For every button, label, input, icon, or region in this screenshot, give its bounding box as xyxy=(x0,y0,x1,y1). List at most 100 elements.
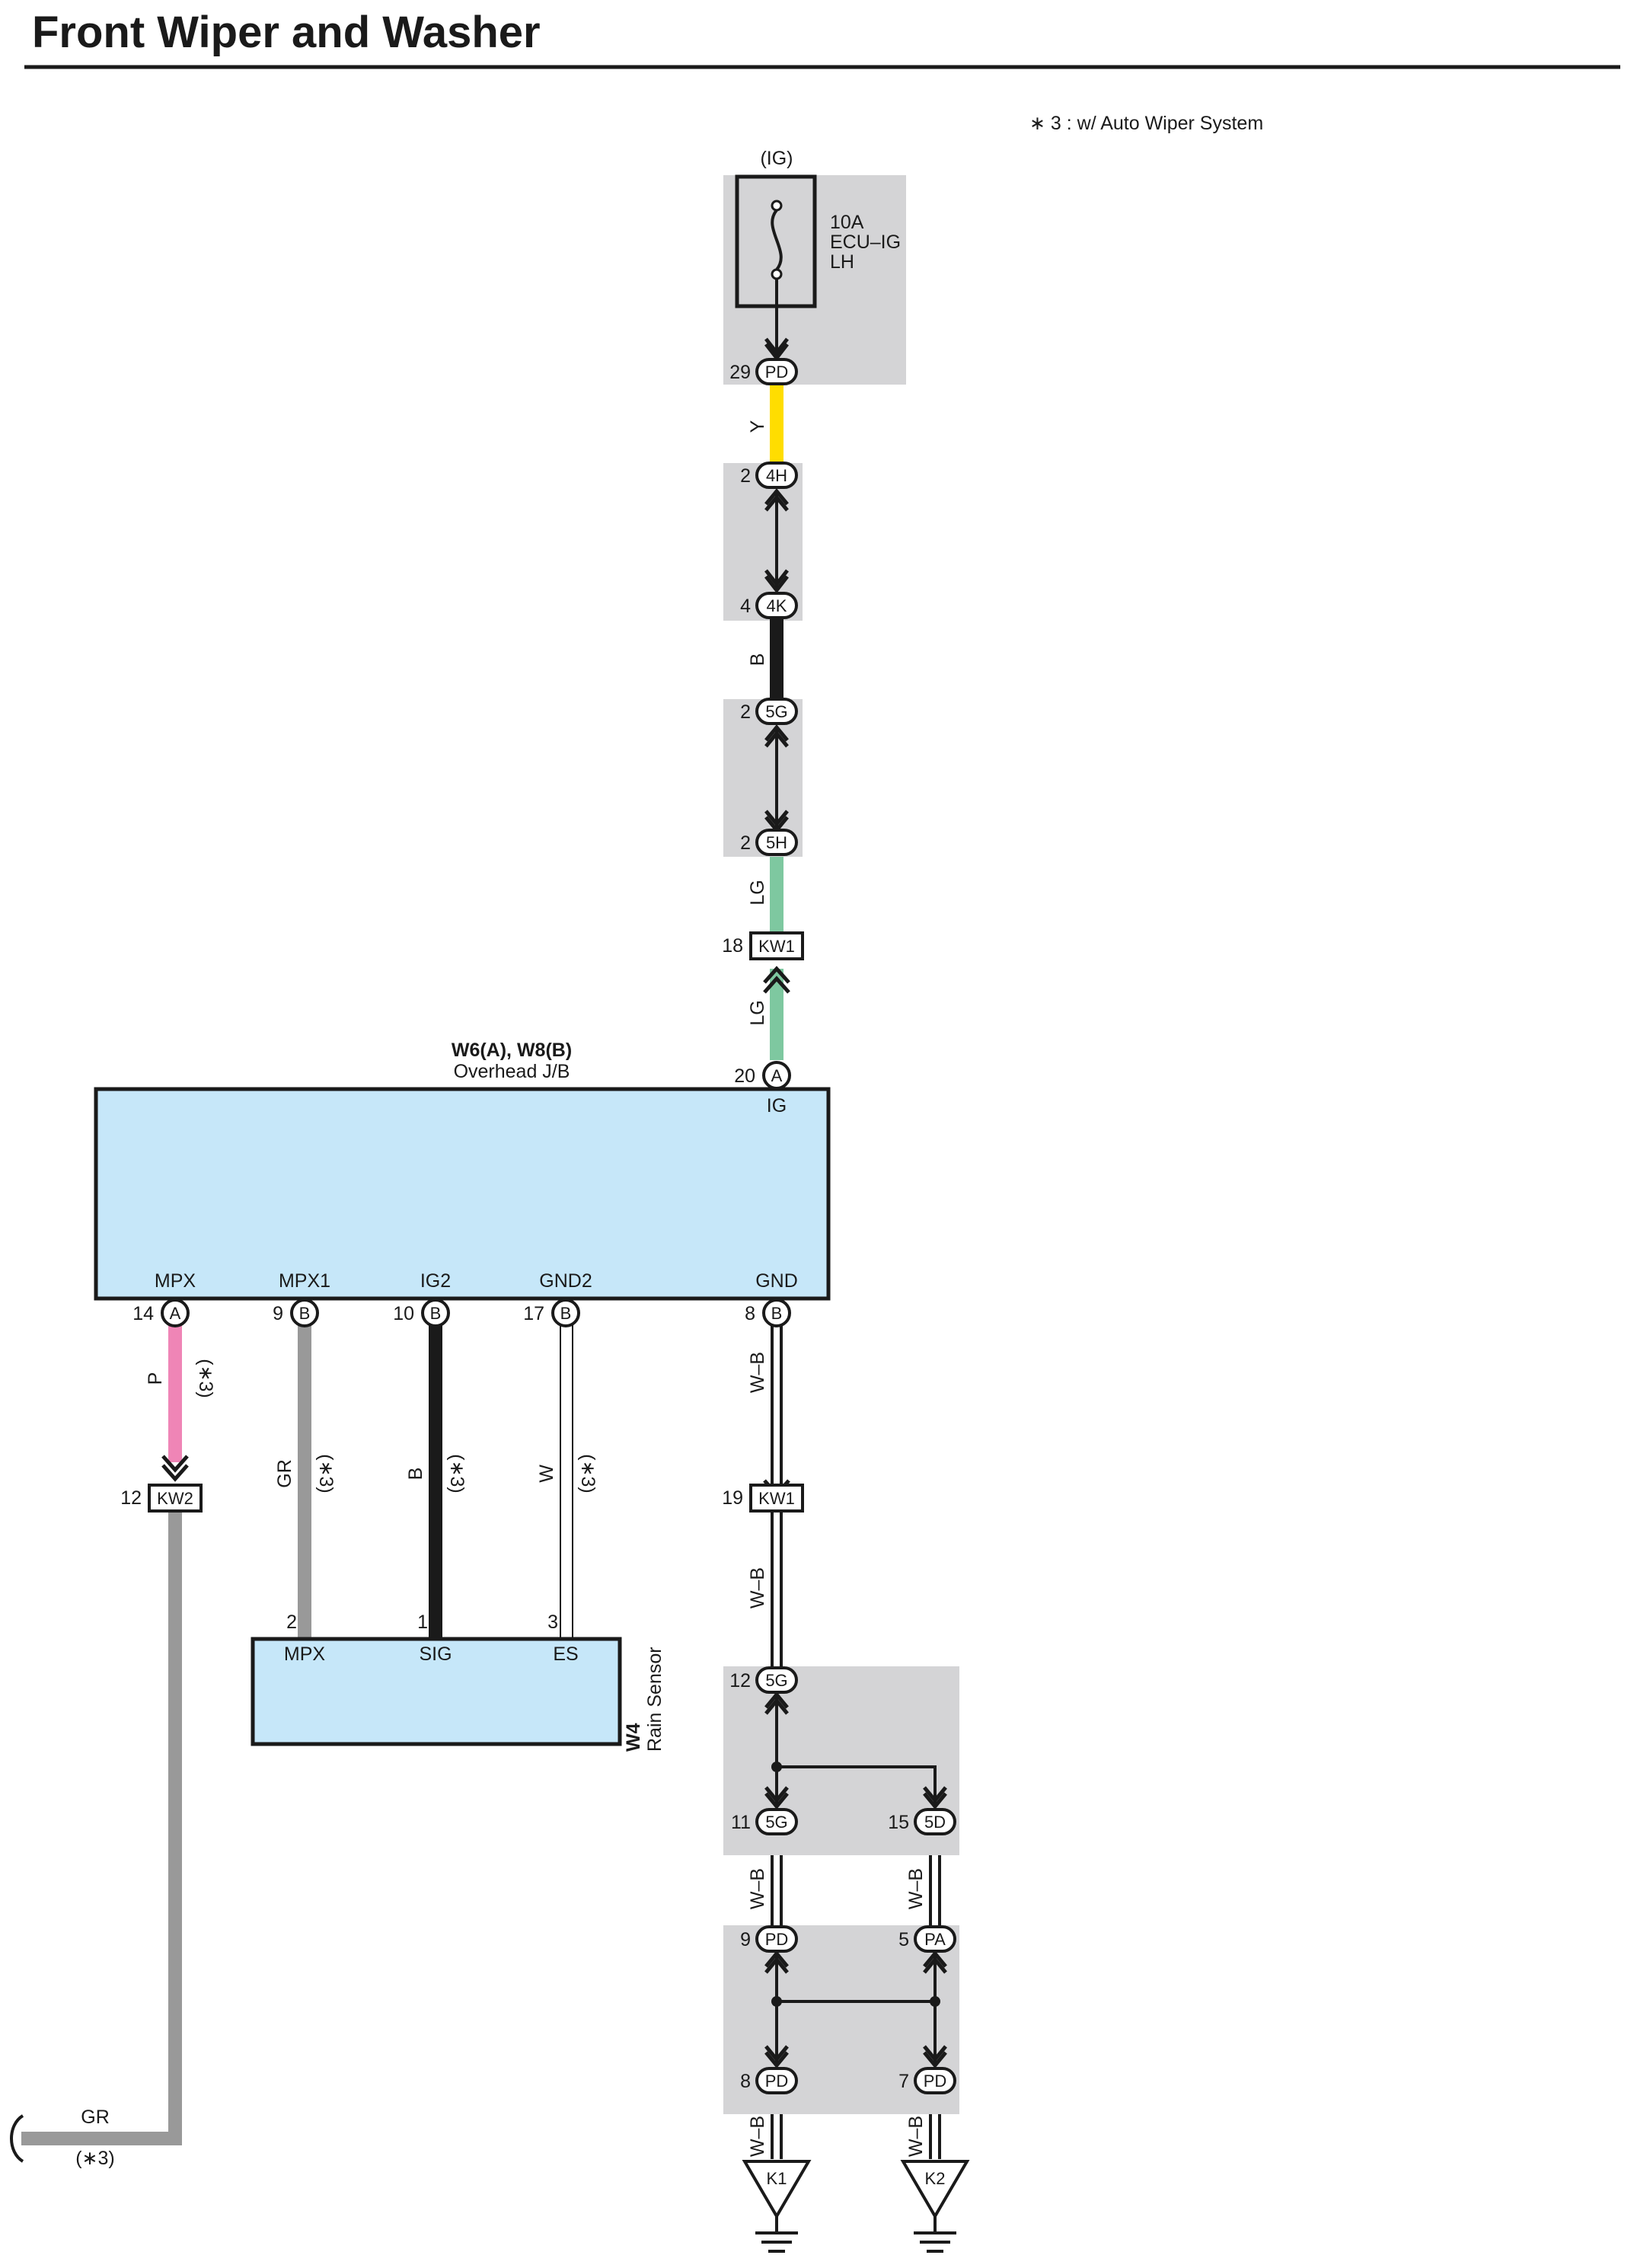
connector-code: 5H xyxy=(766,833,787,852)
ground-k2: K2 xyxy=(900,2160,970,2253)
pin-number: 18 xyxy=(722,935,743,957)
chevron-down-icon xyxy=(764,2051,789,2068)
rain-sensor-pin-2: 2 xyxy=(286,1612,297,1633)
overhead-jb-block xyxy=(94,1087,831,1301)
junction-2-node-right xyxy=(930,1996,940,2007)
wire-w-sensor xyxy=(560,1324,573,1640)
rain-sensor-pin-3: 3 xyxy=(547,1612,558,1633)
jb-pin-ig: A 20 IG xyxy=(734,1061,791,1116)
chevron-down-icon xyxy=(923,1792,947,1810)
chevron-down-icon xyxy=(764,1792,789,1810)
wire-label-b-main: B xyxy=(747,653,768,666)
chevron-up-icon xyxy=(764,1691,789,1709)
junction-1-node xyxy=(771,1762,782,1772)
rain-sensor-terminal-es: ES xyxy=(553,1644,578,1665)
connector-code: B xyxy=(299,1304,311,1323)
pin-number: 17 xyxy=(523,1303,544,1324)
connector-code: 5G xyxy=(765,702,787,721)
connector-5h: 5H 2 xyxy=(740,829,798,856)
pin-number: 14 xyxy=(132,1303,154,1324)
wire-label-lg-2: LG xyxy=(747,1000,768,1025)
chevron-down-icon xyxy=(161,1464,189,1482)
connector-5d-15: 5D 15 xyxy=(888,1808,956,1835)
ground-label: K2 xyxy=(925,2169,946,2188)
connector-code: B xyxy=(560,1304,572,1323)
connector-code: B xyxy=(430,1304,442,1323)
connector-code: PA xyxy=(924,1930,946,1949)
connector-pd-8: PD 8 xyxy=(740,2067,798,2094)
pin-number: 8 xyxy=(740,2071,751,2092)
chevron-down-icon xyxy=(923,2051,947,2068)
chevron-up-icon xyxy=(923,1957,947,1974)
pin-number: 29 xyxy=(729,362,751,383)
wire-gr-continuation xyxy=(21,1513,182,2145)
chevron-up-icon xyxy=(764,730,789,748)
fuse-side: LH xyxy=(830,251,854,273)
pin-number: 9 xyxy=(740,1929,751,1950)
pin-number: 10 xyxy=(393,1303,414,1324)
wire-note-gr: (∗3) xyxy=(315,1454,337,1493)
wire-label-y: Y xyxy=(747,420,768,433)
connector-kw2: KW2 12 xyxy=(120,1484,203,1513)
jb-code: W6(A), W8(B) xyxy=(452,1040,572,1061)
jb-pin-17: B 17 xyxy=(523,1299,580,1327)
chevron-up-icon xyxy=(763,976,790,994)
wire-note-b: (∗3) xyxy=(446,1454,468,1493)
chevron-up-icon xyxy=(764,724,789,742)
chevron-icons-lower xyxy=(161,1455,790,1506)
chevron-up-icon xyxy=(764,1950,789,1968)
wire-label-b: B xyxy=(405,1468,426,1481)
connector-kw1-bottom: KW1 19 xyxy=(722,1484,804,1513)
jb-terminal-ig2: IG2 xyxy=(420,1270,451,1292)
pin-number: 8 xyxy=(745,1303,755,1324)
wire-label-p: P xyxy=(145,1372,166,1385)
wire-label-lg-1: LG xyxy=(747,880,768,905)
fuse-icon xyxy=(771,200,783,280)
connector-pd-9: PD 9 xyxy=(740,1925,798,1953)
pin-number: 2 xyxy=(740,701,751,723)
chevron-down-icon xyxy=(764,1786,789,1803)
rain-sensor-pin-1: 1 xyxy=(417,1612,428,1633)
junction-1-chevrons xyxy=(764,1691,947,1810)
wire-label-wb-5: W–B xyxy=(747,2116,768,2157)
chevron-up-icon xyxy=(923,1950,947,1968)
connector-4k: 4K 4 xyxy=(740,592,798,619)
ground-label: K1 xyxy=(767,2169,787,2188)
rain-sensor-name: Rain Sensor xyxy=(644,1647,665,1752)
connector-code: PD xyxy=(765,363,789,382)
pin-number: 7 xyxy=(898,2071,909,2092)
chevron-down-icon xyxy=(923,2045,947,2062)
page-title: Front Wiper and Washer xyxy=(32,8,541,57)
chevron-down-icon xyxy=(161,1455,189,1473)
rain-sensor-block xyxy=(251,1637,622,1746)
chevron-up-icon xyxy=(764,1698,789,1715)
connector-code: PD xyxy=(765,1930,789,1949)
jb-pin-10: B 10 xyxy=(393,1299,450,1327)
fuse-rating: 10A xyxy=(830,212,864,233)
continuation-wire-note: (∗3) xyxy=(75,2148,115,2169)
chevron-down-icon xyxy=(764,2045,789,2062)
continuation-wire-label: GR xyxy=(81,2107,110,2128)
pin-number: 9 xyxy=(273,1303,283,1324)
chevron-up-icon xyxy=(764,494,789,512)
chevron-up-icon xyxy=(764,1957,789,1974)
junction-1-branch xyxy=(777,1765,937,1806)
connector-code: A xyxy=(771,1066,783,1085)
jb-pin-8: B 8 xyxy=(745,1299,791,1327)
wire-label-wb-1: W–B xyxy=(747,1352,768,1393)
pin-number: 5 xyxy=(898,1929,909,1950)
wire-label-wb-3: W–B xyxy=(747,1868,768,1909)
chevron-down-icon xyxy=(923,1786,947,1803)
connector-code: 5G xyxy=(765,1813,787,1832)
pin-number: 12 xyxy=(729,1670,751,1691)
chevron-down-icon xyxy=(764,569,789,588)
connector-code: A xyxy=(170,1304,181,1323)
chevron-down-icon xyxy=(764,575,789,594)
pin-number: 12 xyxy=(120,1487,142,1509)
rain-sensor-terminal-sig: SIG xyxy=(419,1644,452,1665)
pin-number: 11 xyxy=(731,1812,751,1833)
connector-pd-29: PD 29 xyxy=(729,358,798,385)
footnote: ∗ 3 : w/ Auto Wiper System xyxy=(1029,113,1263,134)
pin-number: 20 xyxy=(734,1065,755,1087)
